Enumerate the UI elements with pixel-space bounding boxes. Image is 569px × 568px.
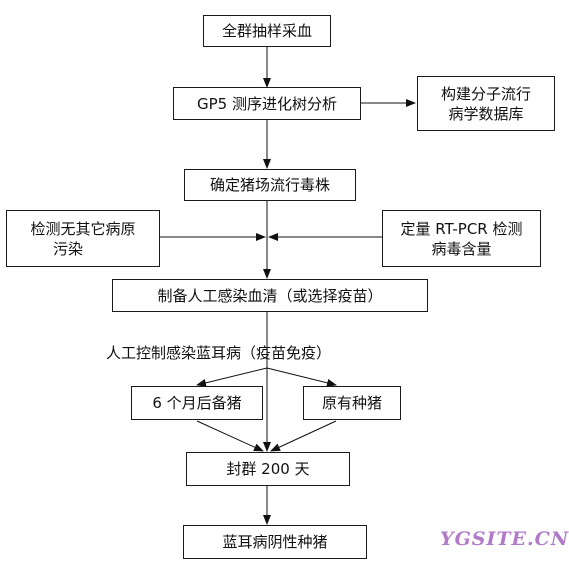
node-gilts: 6 个月后备猪 bbox=[131, 386, 263, 420]
node-database-line1: 构建分子流行 bbox=[440, 84, 531, 103]
node-negative-label: 蓝耳病阴性种猪 bbox=[222, 533, 328, 551]
node-qpcr-line2: 病毒含量 bbox=[431, 239, 492, 258]
node-strain: 确定猪场流行毒株 bbox=[184, 169, 356, 201]
node-sampling: 全群抽样采血 bbox=[203, 15, 331, 47]
node-sampling-label: 全群抽样采血 bbox=[221, 22, 312, 40]
watermark: YGSITE.CN bbox=[440, 528, 569, 550]
node-database-line2: 病学数据库 bbox=[448, 104, 524, 123]
node-detect-line1: 检测无其它病原 bbox=[30, 219, 136, 238]
node-detect-line2: 污染 bbox=[53, 239, 84, 258]
arrow-infect-to-gilts bbox=[196, 367, 268, 387]
node-detect: 检测无其它病原 污染 bbox=[6, 210, 160, 267]
node-gp5: GP5 测序进化树分析 bbox=[173, 87, 361, 120]
node-breeders: 原有种猪 bbox=[303, 386, 401, 420]
node-infect-label: 人工控制感染蓝耳病（疫苗免疫） bbox=[106, 344, 332, 362]
node-serum-label: 制备人工感染血清（或选择疫苗） bbox=[157, 286, 383, 305]
node-gp5-label: GP5 测序进化树分析 bbox=[197, 94, 337, 113]
arrow-infect-to-breeders bbox=[266, 367, 337, 387]
node-strain-label: 确定猪场流行毒株 bbox=[209, 176, 330, 194]
node-serum: 制备人工感染血清（或选择疫苗） bbox=[112, 279, 428, 312]
arrow-breeders-to-closed bbox=[270, 420, 337, 452]
node-qpcr-line1: 定量 RT-PCR 检测 bbox=[400, 219, 523, 238]
node-database: 构建分子流行 病学数据库 bbox=[417, 76, 555, 131]
node-breeders-label: 原有种猪 bbox=[321, 394, 382, 412]
node-gilts-label: 6 个月后备猪 bbox=[152, 394, 242, 412]
node-negative: 蓝耳病阴性种猪 bbox=[183, 525, 367, 559]
node-closed: 封群 200 天 bbox=[186, 452, 350, 486]
node-closed-label: 封群 200 天 bbox=[226, 460, 310, 478]
arrow-gilts-to-closed bbox=[196, 420, 264, 452]
node-qpcr: 定量 RT-PCR 检测 病毒含量 bbox=[382, 210, 541, 267]
